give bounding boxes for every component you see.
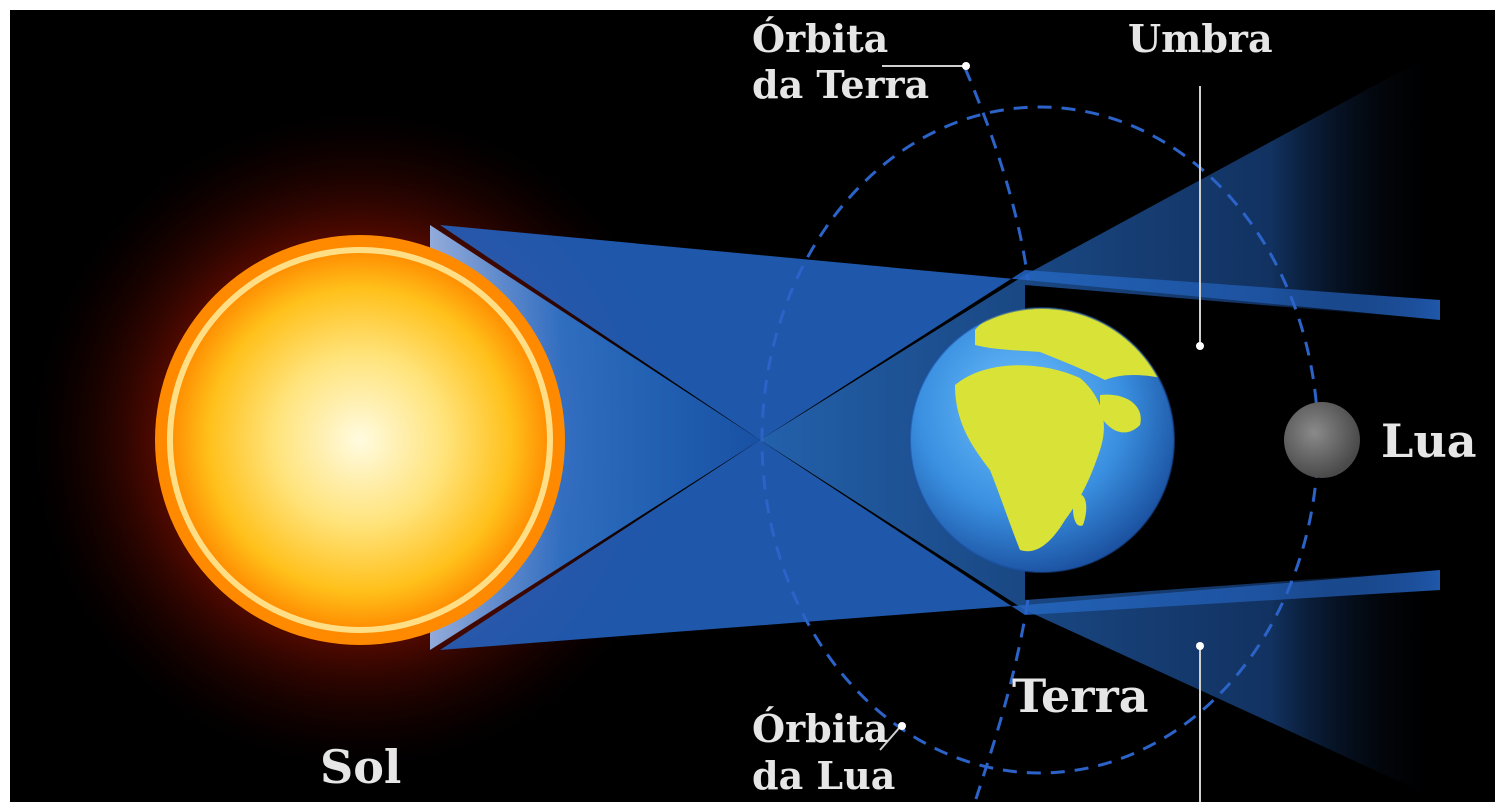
moon-label: Lua: [1381, 414, 1477, 468]
moon-orbit-label-line1: Órbita: [752, 706, 888, 751]
light-band-upper: [440, 225, 1440, 440]
moon: [1284, 402, 1360, 478]
earth-orbit-path: [963, 67, 1030, 803]
moon-orbit-leader: [879, 726, 901, 751]
earth-orbit-dot: [962, 62, 970, 70]
earth: [909, 307, 1175, 573]
sun: [155, 235, 565, 645]
penumbra-cone-right: [760, 50, 1440, 800]
moon-orbit-label-line2: da Lua: [752, 753, 895, 798]
umbra-dot-top: [1196, 342, 1204, 350]
umbra-label: Umbra: [1128, 16, 1273, 61]
earth-label: Terra: [1012, 669, 1149, 723]
earth-orbit-label-line2: da Terra: [752, 62, 929, 107]
earth-orbit-label-line1: Órbita: [752, 16, 888, 61]
moon-orbit-dot: [898, 722, 906, 730]
sun-label: Sol: [320, 740, 401, 794]
umbra-dot-bottom: [1196, 642, 1204, 650]
